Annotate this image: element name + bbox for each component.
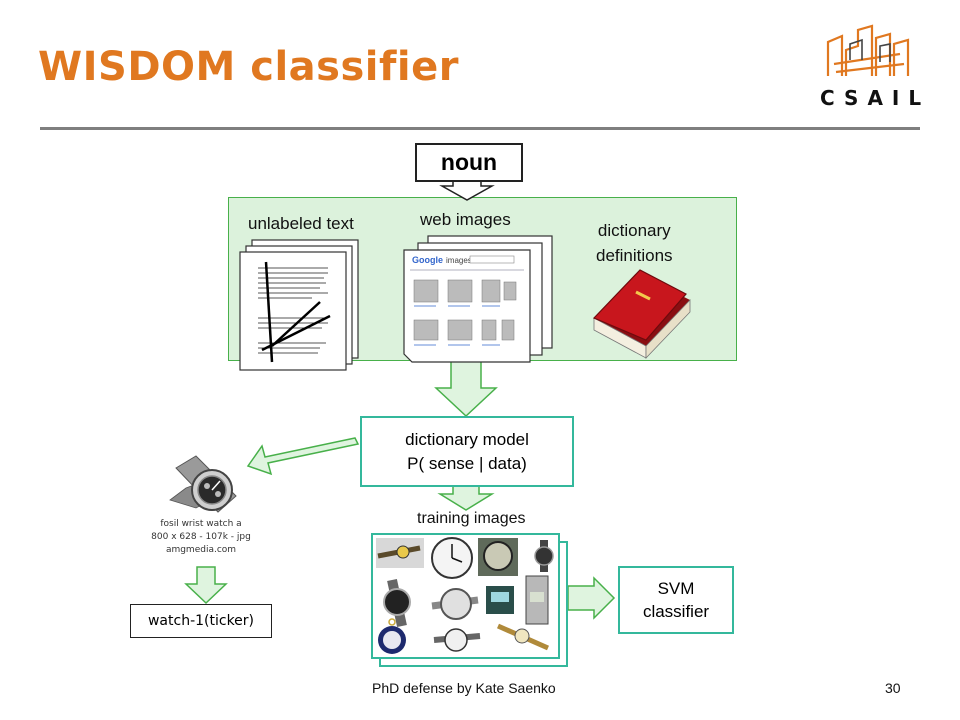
dictionary-label-line1: dictionary — [597, 221, 671, 240]
caption-line1: fosil wrist watch a — [160, 519, 242, 529]
arrow-model-to-training — [437, 483, 495, 511]
training-images-collage — [371, 533, 568, 667]
web-images-label: web images — [420, 210, 511, 229]
arrow-sources-to-model — [434, 359, 498, 418]
caption-line2: 800 x 628 - 107k - jpg — [151, 532, 251, 542]
sense-label-box: watch-1(ticker) — [130, 604, 272, 638]
page-number: 30 — [885, 680, 901, 696]
slide-title: WISDOM classifier — [38, 44, 459, 90]
model-line2: P( sense | data) — [407, 453, 527, 473]
unlabeled-text-label: unlabeled text — [248, 214, 354, 233]
svm-line2: classifier — [642, 602, 710, 621]
documents-stack-icon — [239, 239, 359, 371]
model-line1: dictionary model — [405, 429, 529, 449]
red-book-icon — [592, 269, 691, 359]
csail-logo-text: CSAIL — [820, 86, 931, 110]
noun-input-box: noun — [415, 143, 523, 182]
dictionary-model-box: dictionary model P( sense | data) — [360, 416, 574, 487]
example-image-caption: fosil wrist watch a 800 x 628 - 107k - j… — [136, 518, 266, 557]
svg-text:Google: Google — [412, 255, 443, 265]
svg-text:images: images — [446, 256, 472, 265]
svm-classifier-box: SVM classifier — [618, 566, 734, 634]
arrow-example-to-sense — [184, 566, 228, 605]
caption-line3: amgmedia.com — [165, 545, 237, 555]
arrow-model-to-example — [246, 437, 360, 476]
dictionary-definitions-label: dictionary definitions — [596, 218, 673, 268]
web-pages-stack-icon: Google images — [403, 235, 553, 363]
arrow-training-to-svm — [567, 576, 616, 620]
footer-text: PhD defense by Kate Saenko — [372, 680, 556, 696]
training-images-label: training images — [417, 510, 526, 527]
svm-line1: SVM — [657, 579, 695, 598]
wrist-watch-icon — [169, 455, 237, 513]
title-rule — [40, 127, 920, 130]
dictionary-label-line2: definitions — [596, 246, 673, 265]
